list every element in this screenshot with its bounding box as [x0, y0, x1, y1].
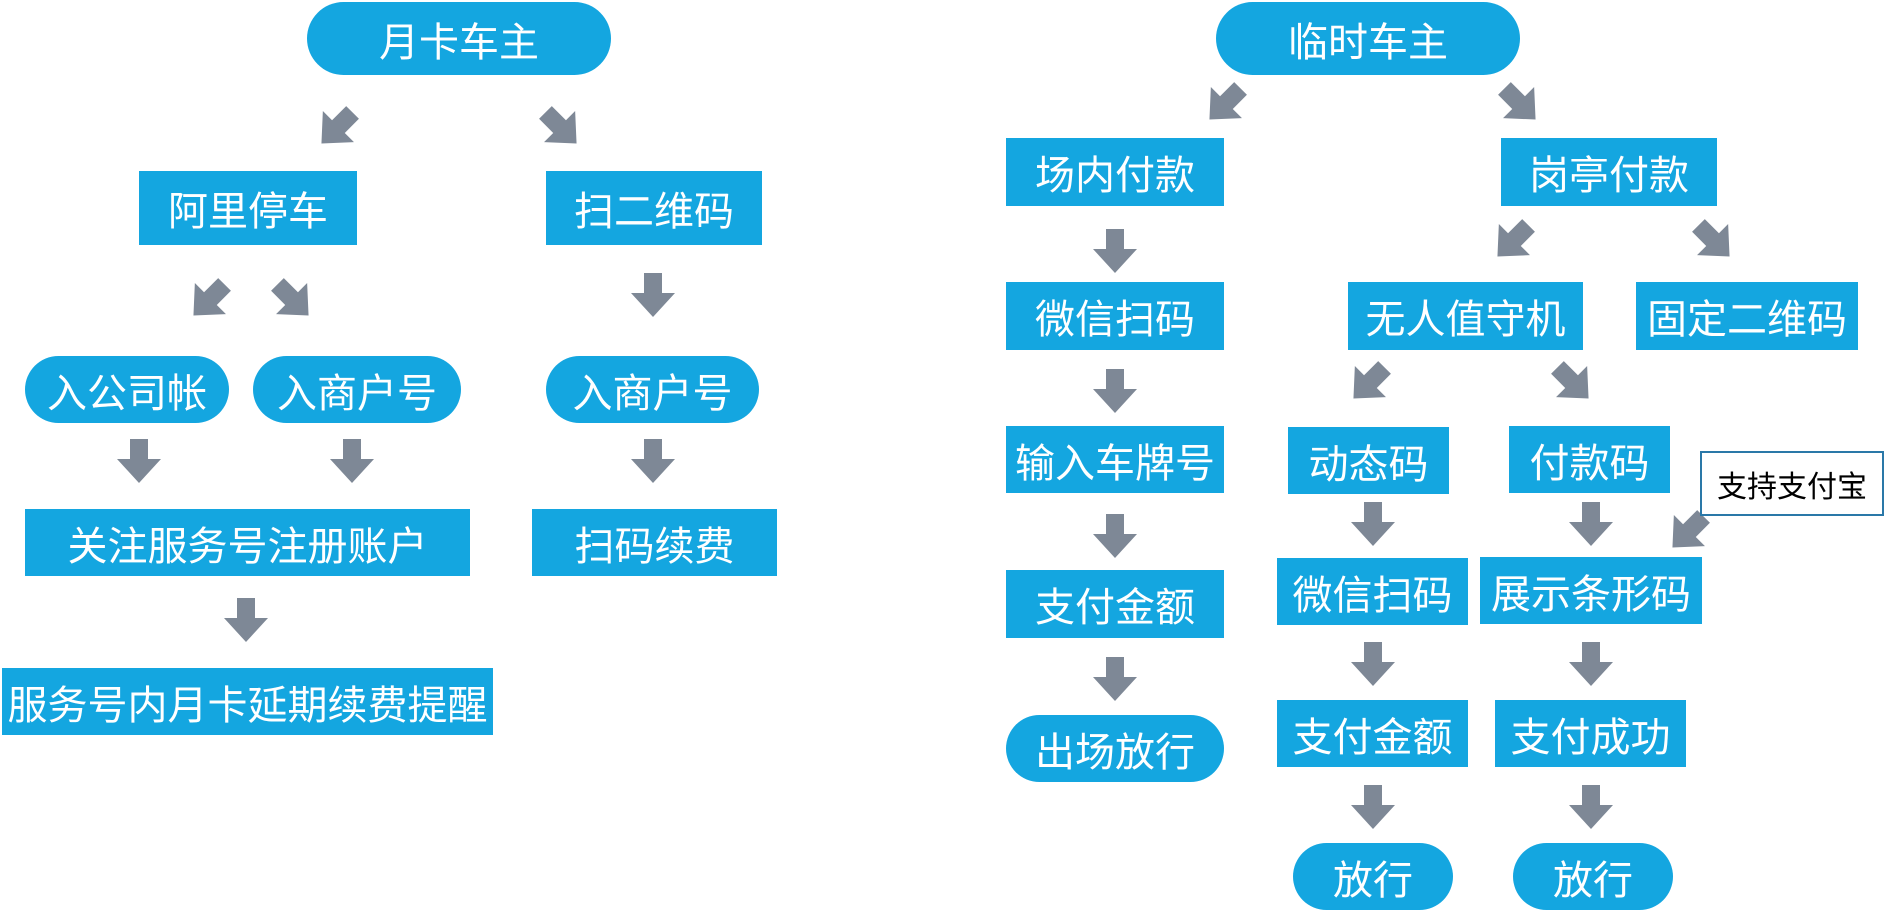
arrow-success-to-release: [1569, 785, 1613, 829]
merchant-number-node: 入商户号: [253, 356, 461, 423]
arrow-ali-to-company: [193, 278, 231, 316]
arrow-wechat-to-plate: [1093, 369, 1137, 413]
arrow-booth-to-unattended: [1497, 219, 1535, 257]
release-node: 放行: [1293, 843, 1453, 910]
arrow-plate-to-amount: [1093, 514, 1137, 558]
arrow-inlot-to-wechat: [1093, 229, 1137, 273]
in-lot-pay-node: 场内付款: [1006, 138, 1224, 206]
scan-renew-node: 扫码续费: [532, 509, 777, 576]
arrow-ali-to-merchant: [271, 278, 309, 316]
unattended-machine-node: 无人值守机: [1348, 282, 1583, 350]
arrow-root-to-ali: [321, 106, 359, 144]
arrow-barcode-to-success: [1569, 642, 1613, 686]
booth-pay-node: 岗亭付款: [1501, 138, 1717, 206]
arrow-wechat-to-amount: [1351, 642, 1395, 686]
arrow-dynamic-to-wechat: [1351, 502, 1395, 546]
enter-plate-node: 输入车牌号: [1006, 426, 1224, 493]
arrow-booth-to-fixed: [1692, 219, 1730, 257]
pay-success-node: 支付成功: [1495, 700, 1686, 767]
monthly-owner-node: 月卡车主: [307, 2, 611, 75]
renew-reminder-node: 服务号内月卡延期续费提醒: [2, 668, 493, 735]
arrow-unattended-to-paycode: [1551, 361, 1589, 399]
follow-register-node: 关注服务号注册账户: [25, 509, 470, 576]
arrow-unattended-to-dynamic: [1353, 361, 1391, 399]
scan-qr-node: 扫二维码: [546, 171, 762, 245]
arrow-company-to-follow: [117, 439, 161, 483]
pay-amount-node-2: 支付金额: [1277, 700, 1468, 767]
arrow-paycode-to-barcode: [1569, 502, 1613, 546]
arrow-amount-to-release: [1351, 785, 1395, 829]
arrow-follow-to-reminder: [224, 598, 268, 642]
arrow-merchant-to-follow: [330, 439, 374, 483]
temporary-owner-node: 临时车主: [1216, 2, 1520, 75]
company-account-node: 入公司帐: [25, 356, 229, 423]
arrow-merchant-to-renew: [631, 439, 675, 483]
wechat-scan-node: 微信扫码: [1006, 282, 1224, 350]
arrow-root-to-scan: [539, 106, 577, 144]
exit-release-node: 出场放行: [1006, 715, 1224, 782]
arrow-root-to-booth: [1498, 82, 1536, 120]
dynamic-code-node: 动态码: [1288, 427, 1449, 494]
wechat-scan-node-2: 微信扫码: [1277, 558, 1468, 625]
alipay-note: 支持支付宝: [1700, 451, 1884, 516]
arrow-amount-to-exit: [1093, 657, 1137, 701]
merchant-number-node-2: 入商户号: [546, 356, 759, 423]
show-barcode-node: 展示条形码: [1480, 557, 1702, 624]
fixed-qr-node: 固定二维码: [1636, 282, 1858, 350]
arrow-scan-to-merchant: [631, 273, 675, 317]
ali-parking-node: 阿里停车: [139, 171, 357, 245]
arrow-note-to-barcode: [1672, 510, 1710, 548]
pay-amount-node: 支付金额: [1006, 570, 1224, 638]
payment-code-node: 付款码: [1509, 426, 1670, 493]
arrow-root-to-inlot: [1209, 82, 1247, 120]
release-node-2: 放行: [1513, 843, 1673, 910]
